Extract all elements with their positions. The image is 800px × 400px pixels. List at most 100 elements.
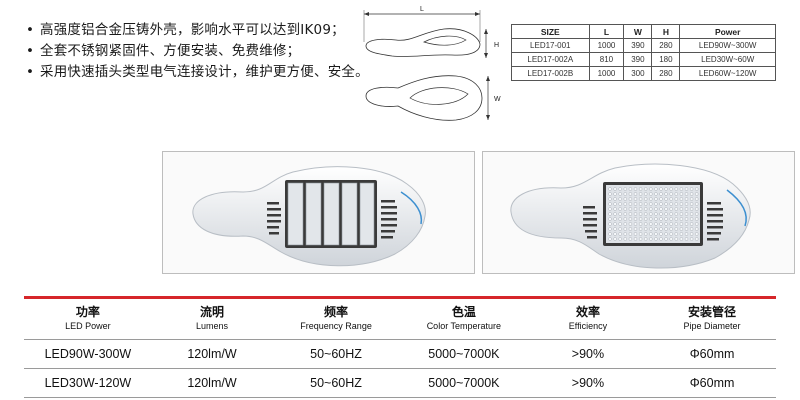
led-dot [628,187,633,191]
spec-cell: 280 [651,66,681,81]
led-dot [654,197,658,201]
spec-cell: 280 [651,38,681,53]
performance-cell: >90% [527,368,649,398]
header-en: Pipe Diameter [683,320,741,331]
cooling-fins-left [267,202,281,235]
spec-cell: LED60W~120W [679,66,776,81]
spec-row: LED17-001 1000 390 280 LED90W~300W [511,38,776,53]
led-dot [654,237,658,241]
feature-text: 高强度铝合金压铸外壳，影响水平可以达到IK09； [40,22,345,38]
led-dot [674,217,679,221]
led-dot [608,237,612,241]
spec-cell: 1000 [588,66,625,81]
led-dot [638,222,643,226]
header-en: Efficiency [568,320,608,331]
led-dot [674,212,679,216]
top-view-panel [409,87,469,105]
led-dot [623,202,628,206]
led-dot [654,232,658,236]
led-dot [669,217,673,221]
spec-cell: LED17-002A [511,52,590,67]
led-dot [679,232,684,236]
led-dot [618,222,622,226]
led-dot [613,187,617,191]
led-dot [664,232,668,236]
length-label: L [420,6,424,13]
led-dot [654,222,658,226]
led-dot [618,212,622,216]
led-dot [613,192,617,196]
led-dot [669,227,673,231]
led-dot [613,207,617,211]
led-dot [694,222,699,226]
spec-cell: LED17-002B [511,66,590,81]
led-dot [684,227,689,231]
spec-cell: LED90W~300W [679,38,776,53]
led-dot [638,192,643,196]
spec-row: LED17-002B 1000 300 280 LED60W~120W [511,66,776,81]
led-dot [659,237,663,241]
led-dot [669,237,673,241]
led-dot [684,232,689,236]
led-dot [684,212,689,216]
bullet: • [26,64,35,80]
led-dot [633,207,638,211]
led-dot [623,197,628,201]
led-dot [664,187,668,191]
performance-cell: LED30W-120W [24,368,152,398]
led-dot [684,237,689,241]
led-dot [623,237,628,241]
led-dot [643,202,648,206]
led-dot [694,232,699,236]
led-dot [664,197,668,201]
spec-header-cell: L [588,24,625,39]
led-dot [674,237,679,241]
performance-cell: 120lm/W [151,368,273,398]
led-dot [628,232,633,236]
side-view-outline [365,28,481,57]
header-cn: 功率 [75,304,100,319]
led-dot [689,192,694,196]
led-dot [628,227,633,231]
led-dot [679,197,684,201]
led-dot [654,227,658,231]
led-dot [694,227,699,231]
led-dot [633,227,638,231]
led-dot [674,187,679,191]
led-dot [643,222,648,226]
led-dot [628,192,633,196]
header-en: Frequency Range [300,320,372,331]
spec-header-cell: W [623,24,653,39]
led-dot [643,192,648,196]
led-dot [633,197,638,201]
led-dot [654,212,658,216]
led-dot [618,227,622,231]
spec-cell: LED30W~60W [679,52,776,67]
led-dot [659,207,663,211]
arrow-up-icon [486,76,490,81]
led-dot [613,227,617,231]
led-dot [649,222,653,226]
led-dot [628,222,633,226]
led-dot [654,217,658,221]
led-dot [638,197,643,201]
performance-cell: 120lm/W [151,339,273,369]
led-dot [674,197,679,201]
led-dot [659,222,663,226]
led-dot [694,237,699,241]
led-dot [694,187,699,191]
led-dot [659,212,663,216]
led-dot [669,232,673,236]
led-dot [664,237,668,241]
led-dot [694,197,699,201]
side-view-window [423,35,467,46]
led-dot [684,207,689,211]
lamp-accent-strip [400,191,423,225]
led-dot [643,207,648,211]
performance-cell: Φ60mm [648,368,776,398]
led-dot [689,202,694,206]
led-dot [643,187,648,191]
